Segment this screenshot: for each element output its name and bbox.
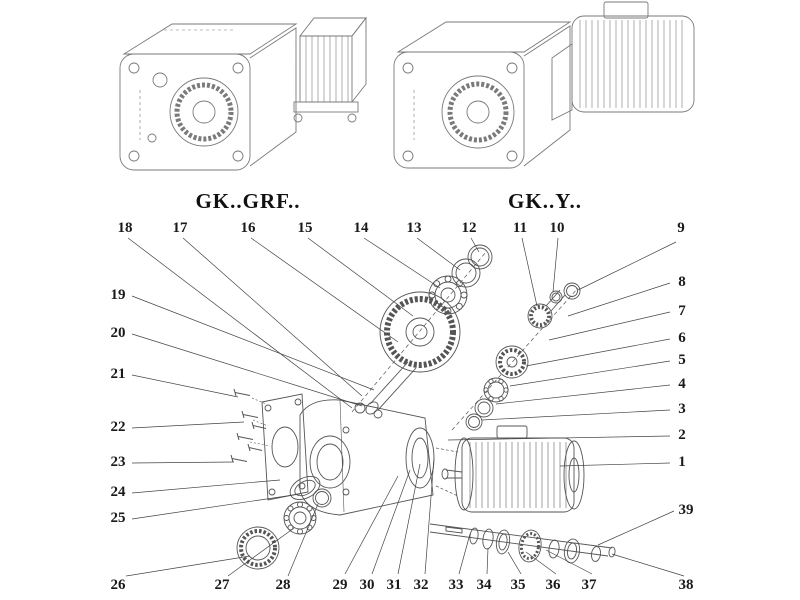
callout-4: 4	[678, 376, 686, 392]
callout-39: 39	[678, 502, 694, 518]
callout-19: 19	[110, 287, 126, 303]
cover-gasket	[289, 475, 321, 501]
input-pinion-shaft	[527, 282, 581, 329]
callout-3: 3	[678, 401, 686, 417]
callout-17: 17	[172, 220, 188, 236]
output-shaft-assembly	[429, 523, 616, 564]
callout-11: 11	[512, 220, 528, 236]
electric-motor-assembled	[551, 1, 695, 121]
lower-snap-ring	[312, 488, 332, 508]
callout-24: 24	[110, 484, 126, 500]
assembled-view-gk-y	[393, 1, 695, 169]
lower-ring-gear	[236, 526, 280, 570]
output-gear-and-shaft	[365, 291, 461, 415]
callout-33: 33	[448, 577, 464, 593]
assembled-view-gk-grf	[119, 16, 367, 171]
grf-input-block	[293, 16, 367, 123]
snap-ring	[467, 244, 493, 270]
figure-title-gk-y: GK..Y..	[508, 189, 582, 213]
callout-1: 1	[678, 454, 686, 470]
bearing-upper	[428, 275, 468, 315]
callout-12: 12	[461, 220, 477, 236]
callout-35: 35	[510, 577, 526, 593]
callout-36: 36	[545, 577, 561, 593]
callout-18: 18	[117, 220, 133, 236]
callout-25: 25	[110, 510, 126, 526]
spacer-ring	[451, 258, 481, 288]
fastener-studs	[230, 388, 271, 463]
callout-5: 5	[678, 352, 686, 368]
callout-16: 16	[240, 220, 256, 236]
intermediate-gear-chain	[465, 345, 529, 431]
callout-37: 37	[581, 577, 597, 593]
mounting-flange-plate	[261, 393, 309, 501]
figure-title-gk-grf: GK..GRF..	[195, 189, 301, 213]
callout-38: 38	[678, 577, 694, 593]
callout-7: 7	[678, 303, 686, 319]
callout-2: 2	[678, 427, 686, 443]
callout-29: 29	[332, 577, 348, 593]
callout-32: 32	[413, 577, 429, 593]
electric-motor-exploded	[441, 425, 585, 513]
callout-26: 26	[110, 577, 126, 593]
leader-lines	[125, 237, 685, 577]
callout-22: 22	[110, 419, 126, 435]
callout-21: 21	[110, 366, 126, 382]
callout-31: 31	[386, 577, 402, 593]
gear-housing	[299, 399, 435, 516]
callout-30: 30	[359, 577, 375, 593]
callout-8: 8	[678, 274, 686, 290]
callout-20: 20	[110, 325, 126, 341]
callout-10: 10	[549, 220, 565, 236]
callout-28: 28	[275, 577, 291, 593]
axis-line	[351, 251, 487, 413]
callout-6: 6	[678, 330, 686, 346]
exploded-view	[230, 244, 616, 570]
callout-23: 23	[110, 454, 126, 470]
callout-15: 15	[297, 220, 313, 236]
callout-27: 27	[214, 577, 230, 593]
callout-14: 14	[353, 220, 369, 236]
lower-bearing	[283, 501, 317, 535]
axis-line	[451, 287, 579, 431]
callout-9: 9	[677, 220, 685, 236]
callout-34: 34	[476, 577, 492, 593]
callout-13: 13	[406, 220, 422, 236]
